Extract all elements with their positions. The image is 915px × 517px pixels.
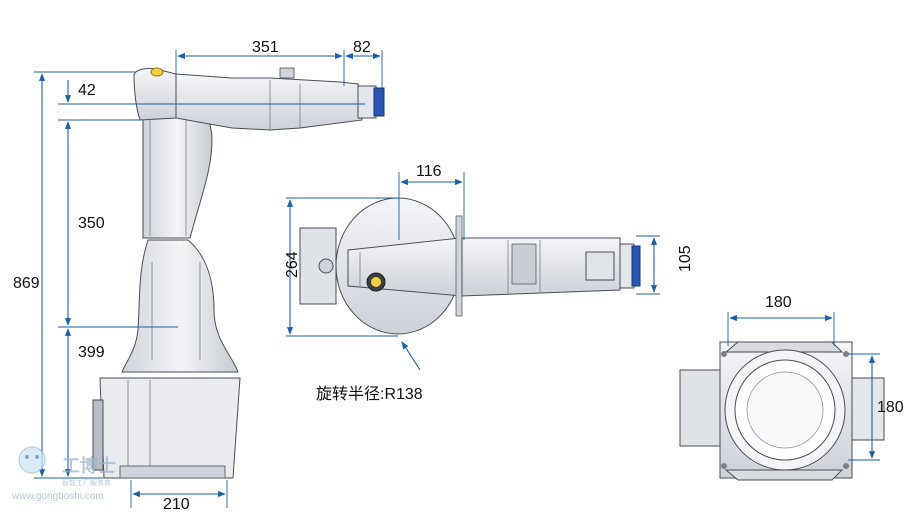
rotation-radius-label: 旋转半径:R138 xyxy=(316,385,423,403)
watermark-brand: 工博士 xyxy=(62,455,116,476)
top-view: 264 116 105 旋转半径:R138 xyxy=(284,163,694,403)
dim-top-width: 264 xyxy=(284,251,301,278)
forearm xyxy=(175,73,363,131)
base-connector xyxy=(92,399,104,471)
dim-base-view-height: 180 xyxy=(877,399,904,416)
dim-arm-length: 350 xyxy=(78,215,105,232)
watermark-site: www.gongboshi.com xyxy=(11,491,104,502)
dim-base-height: 399 xyxy=(78,344,105,361)
status-led-icon-top xyxy=(371,277,381,287)
robot-base xyxy=(99,377,241,479)
mascot-icon xyxy=(18,446,46,474)
watermark-sub: 智能工厂服务商 xyxy=(62,478,111,487)
dim-base-width: 210 xyxy=(163,496,190,513)
top-forearm xyxy=(461,237,621,297)
dim-reach: 351 xyxy=(252,39,279,56)
dim-flange: 82 xyxy=(353,39,371,56)
tool-flange-top xyxy=(631,245,641,287)
dim-total-height: 869 xyxy=(13,275,40,292)
side-view: 869 42 350 399 351 82 210 xyxy=(13,39,385,513)
dim-wrist: 105 xyxy=(677,245,694,272)
tool-flange xyxy=(373,87,385,117)
lower-arm xyxy=(121,239,239,373)
watermark: 工博士 智能工厂服务商 www.gongboshi.com xyxy=(11,446,116,502)
dim-offset-side: 42 xyxy=(78,82,96,99)
dim-top-offset: 116 xyxy=(416,163,442,180)
status-led-icon xyxy=(150,67,164,77)
dim-base-view-width: 180 xyxy=(765,294,792,311)
base-view: 180 180 xyxy=(679,294,904,481)
base-side-connector xyxy=(679,369,721,447)
